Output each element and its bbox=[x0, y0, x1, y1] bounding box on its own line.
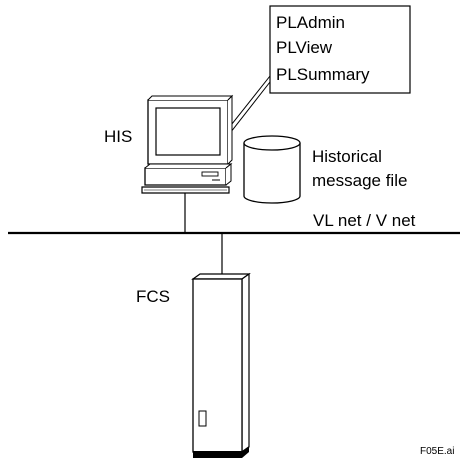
fcs-label: FCS bbox=[136, 287, 170, 306]
historical-file-label-line1: Historical bbox=[312, 147, 382, 166]
his-computer-icon bbox=[141, 94, 234, 194]
figure-id: F05E.ai bbox=[420, 446, 454, 457]
application-callout: PLAdmin PLView PLSummary bbox=[269, 5, 411, 94]
callout-box bbox=[269, 5, 411, 94]
callout-line-plsummary: PLSummary bbox=[276, 65, 370, 84]
historical-file-label-line2: message file bbox=[312, 171, 407, 190]
network-label: VL net / V net bbox=[313, 211, 416, 230]
callout-line-plview: PLView bbox=[276, 38, 333, 57]
callout-line-pladmin: PLAdmin bbox=[276, 13, 345, 32]
fcs-cabinet-icon bbox=[191, 272, 251, 458]
historical-file-cylinder-icon bbox=[243, 135, 301, 204]
his-label: HIS bbox=[104, 127, 132, 146]
